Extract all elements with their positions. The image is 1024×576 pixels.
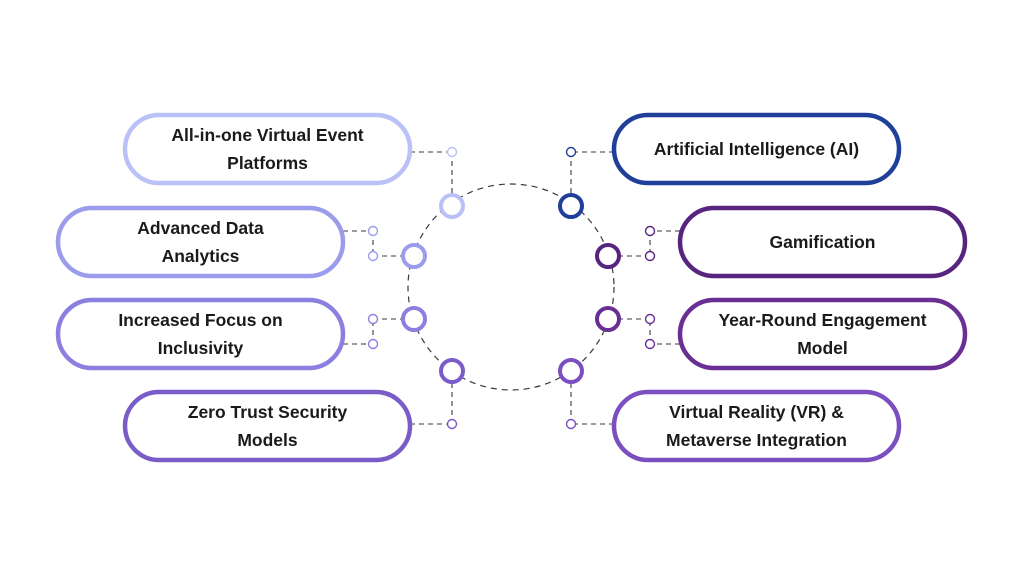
ring-node-increased-focus-inclusivity [401, 306, 427, 332]
label-increased-focus-inclusivity-line-1: Inclusivity [158, 338, 244, 358]
connector-node-gamification-0 [644, 225, 656, 237]
connector-virtual-reality-metaverse [570, 382, 614, 425]
connector-node-increased-focus-inclusivity-0 [367, 313, 379, 325]
connector-node-year-round-engagement-1 [644, 338, 656, 350]
connector-all-in-one [410, 151, 453, 195]
pill-zero-trust-security [122, 389, 413, 463]
item-gamification: Gamification [595, 205, 968, 279]
connector-node-artificial-intelligence-0 [565, 146, 577, 158]
label-all-in-one-line-0: All-in-one Virtual Event [171, 125, 363, 145]
label-year-round-engagement-line-0: Year-Round Engagement [718, 310, 926, 330]
connector-node-year-round-engagement-0 [644, 313, 656, 325]
ring-node-advanced-data-analytics [401, 243, 427, 269]
connector-node-advanced-data-analytics-1 [367, 250, 379, 262]
label-year-round-engagement-line-1: Model [797, 338, 848, 358]
connector-node-increased-focus-inclusivity-1 [367, 338, 379, 350]
ring-node-year-round-engagement [595, 306, 621, 332]
item-increased-focus-inclusivity: Increased Focus on Inclusivity [55, 297, 427, 371]
connector-node-zero-trust-security-0 [446, 418, 458, 430]
label-zero-trust-security-line-1: Models [237, 430, 298, 450]
ring-node-zero-trust-security [439, 358, 465, 384]
connector-node-virtual-reality-metaverse-0 [565, 418, 577, 430]
label-virtual-reality-metaverse-line-0: Virtual Reality (VR) & [669, 402, 844, 422]
connector-zero-trust-security [410, 382, 453, 425]
item-artificial-intelligence: Artificial Intelligence (AI) [558, 112, 902, 219]
label-advanced-data-analytics-line-0: Advanced Data [137, 218, 264, 238]
pill-increased-focus-inclusivity [55, 297, 346, 371]
label-virtual-reality-metaverse-line-1: Metaverse Integration [666, 430, 847, 450]
central-dashed-ring [407, 183, 615, 391]
label-gamification-line-0: Gamification [770, 232, 876, 252]
label-zero-trust-security-line-0: Zero Trust Security [188, 402, 348, 422]
label-increased-focus-inclusivity-line-0: Increased Focus on [118, 310, 282, 330]
pill-year-round-engagement [677, 297, 968, 371]
item-virtual-reality-metaverse: Virtual Reality (VR) & Metaverse Integrat… [558, 358, 902, 463]
pill-gamification [677, 205, 968, 279]
label-advanced-data-analytics-line-1: Analytics [162, 246, 240, 266]
label-all-in-one-line-1: Platforms [227, 153, 308, 173]
label-artificial-intelligence-line-0: Artificial Intelligence (AI) [654, 139, 859, 159]
pill-advanced-data-analytics [55, 205, 346, 279]
connector-node-all-in-one-0 [446, 146, 458, 158]
pill-artificial-intelligence [611, 112, 902, 186]
ring-node-artificial-intelligence [558, 193, 584, 219]
ring-node-virtual-reality-metaverse [558, 358, 584, 384]
connector-artificial-intelligence [570, 151, 614, 195]
connector-node-gamification-1 [644, 250, 656, 262]
ring-node-all-in-one [439, 193, 465, 219]
connector-node-advanced-data-analytics-0 [367, 225, 379, 237]
ring-node-gamification [595, 243, 621, 269]
pill-all-in-one [122, 112, 413, 186]
items-layer: All-in-one Virtual EventPlatformsAdvance… [55, 112, 968, 463]
pill-virtual-reality-metaverse [611, 389, 902, 463]
